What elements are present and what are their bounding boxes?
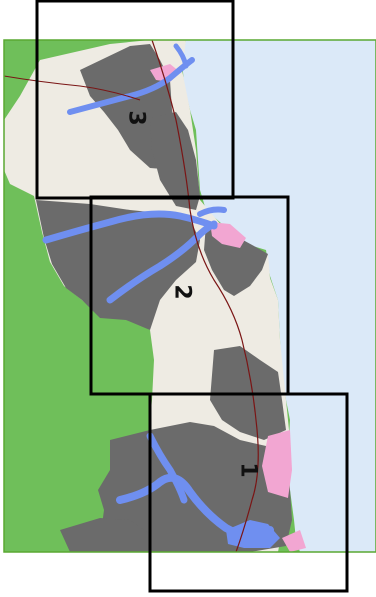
river-middle — [42, 210, 218, 244]
river-middle-mouth — [197, 206, 227, 217]
river-middle-branch — [106, 220, 218, 304]
map-frame-outline — [3, 39, 376, 553]
river-north-branch — [173, 43, 189, 69]
tile-index: 3 2 1 — [35, 0, 349, 593]
lake-area — [182, 40, 376, 552]
river-north — [67, 57, 195, 115]
river-south-branch — [146, 432, 188, 504]
pink-patch-south — [262, 430, 292, 498]
tile-2-label: 2 — [170, 284, 195, 299]
urban-area-south — [98, 422, 292, 552]
tile-1-label: 1 — [236, 462, 261, 477]
urban-area-southwest — [60, 518, 150, 552]
highway-road — [151, 39, 259, 553]
local-road-north — [3, 75, 141, 101]
tile-1-outline[interactable] — [148, 392, 349, 593]
pink-patch-middle — [210, 222, 246, 248]
tile-3-label: 3 — [124, 110, 149, 125]
pink-patch-south-2 — [282, 530, 306, 552]
